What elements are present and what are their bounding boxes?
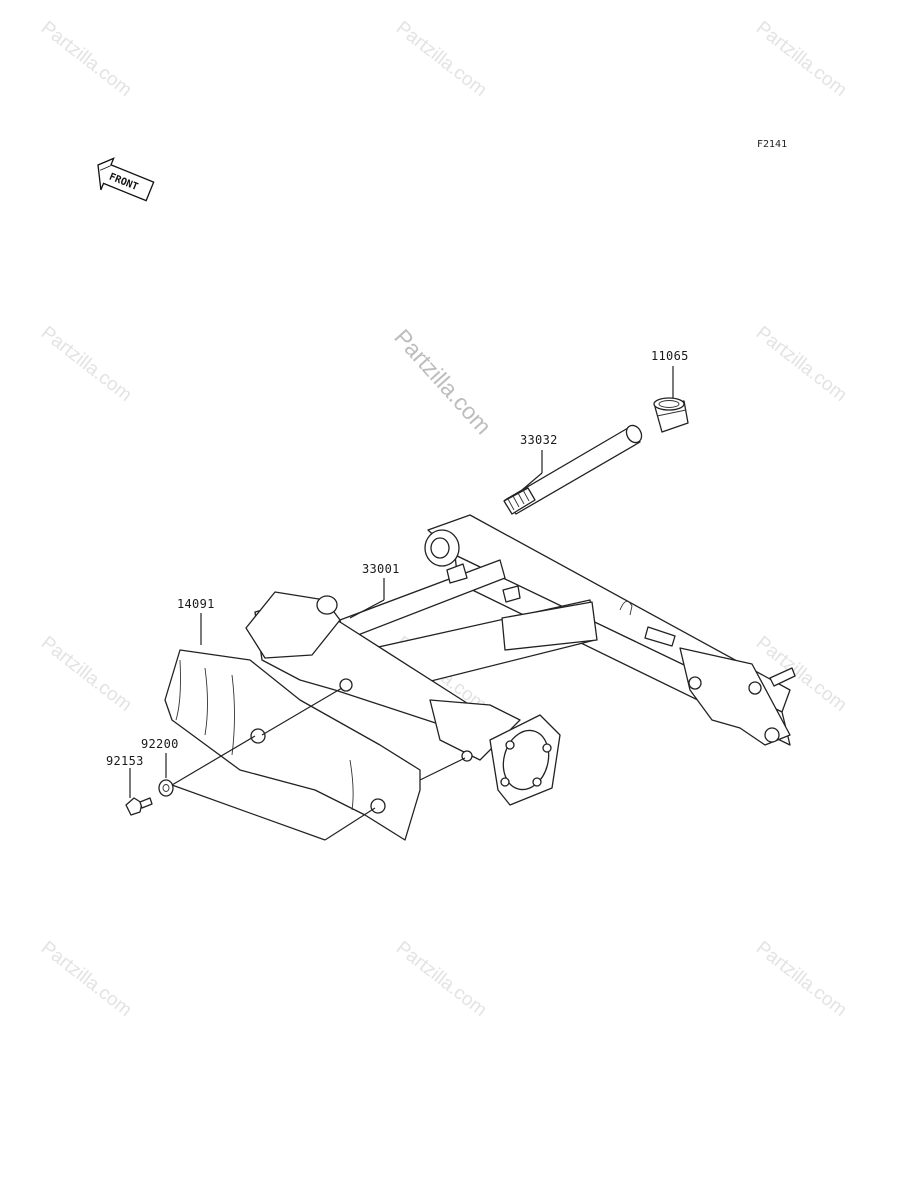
bolt-92153 bbox=[125, 797, 153, 816]
watermark-text: Partzilla.com bbox=[752, 17, 851, 101]
callout-label: 33001 bbox=[362, 562, 400, 576]
watermark-text: Partzilla.com bbox=[37, 632, 136, 716]
watermark-text: Partzilla.com bbox=[752, 322, 851, 406]
pivot-shaft-33032 bbox=[503, 424, 643, 515]
callout-label: 33032 bbox=[520, 433, 558, 447]
watermark-text: Partzilla.com bbox=[37, 322, 136, 406]
front-arrow-icon: FRONT bbox=[97, 157, 155, 202]
swing-arm-33001 bbox=[245, 514, 796, 806]
watermark-text: Partzilla.com bbox=[752, 937, 851, 1021]
cover-14091 bbox=[164, 649, 421, 841]
callout-label: 11065 bbox=[651, 349, 689, 363]
washer-92200 bbox=[158, 779, 174, 797]
watermark-layer: Partzilla.com Partzilla.com Partzilla.co… bbox=[37, 17, 851, 1021]
watermark-main-text: Partzilla.com bbox=[389, 324, 496, 439]
watermark-text: Partzilla.com bbox=[392, 937, 491, 1021]
watermark-text: Partzilla.com bbox=[37, 17, 136, 101]
leader-lines bbox=[129, 366, 674, 841]
figure-code: F2141 bbox=[757, 139, 787, 150]
watermark-text: Partzilla.com bbox=[392, 17, 491, 101]
callout-label: 92200 bbox=[141, 737, 179, 751]
callout-label: 92153 bbox=[106, 754, 144, 768]
bushing-11065 bbox=[653, 397, 689, 433]
callout-label: 14091 bbox=[177, 597, 215, 611]
watermark-text: Partzilla.com bbox=[37, 937, 136, 1021]
